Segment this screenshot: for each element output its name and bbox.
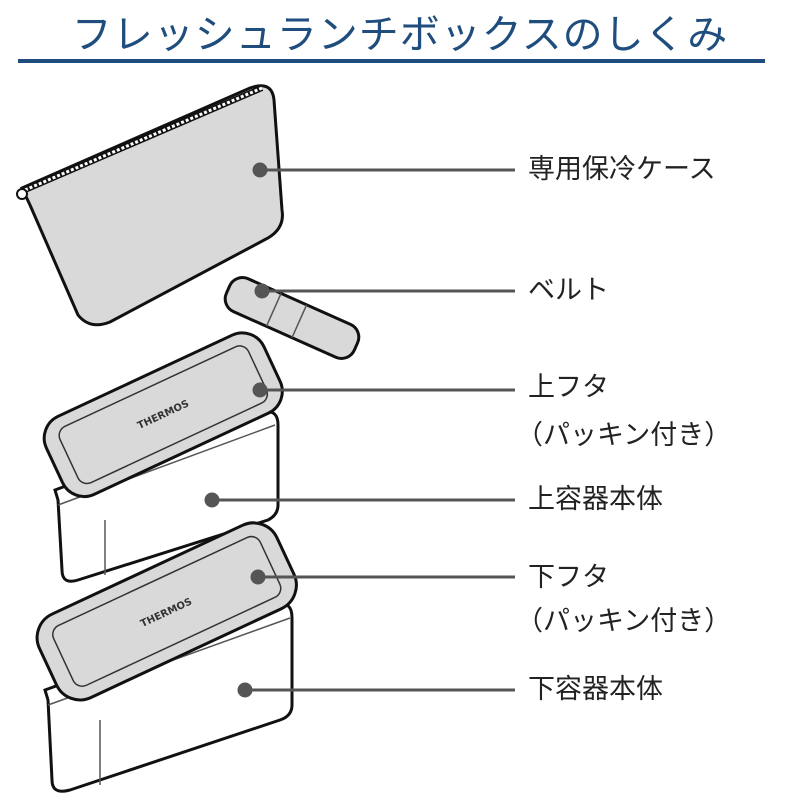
label-upper-lid: 上フタ [528, 372, 609, 403]
leader-lines [204, 162, 515, 698]
upper-lid-illustration: THERMOS [42, 331, 284, 499]
label-belt: ベルト [528, 275, 609, 306]
label-lower-lid-note: （パッキン付き） [516, 606, 732, 637]
label-upper-lid-note: （パッキン付き） [516, 420, 732, 451]
lower-lid-illustration: THERMOS [35, 521, 298, 702]
label-lower-container: 下容器本体 [528, 674, 663, 705]
title-underline [18, 59, 765, 63]
label-upper-container: 上容器本体 [528, 484, 663, 515]
label-case: 専用保冷ケース [528, 154, 716, 185]
page-title: フレッシュランチボックスのしくみ [71, 12, 729, 58]
belt-illustration [223, 276, 361, 360]
label-lower-lid: 下フタ [528, 562, 609, 593]
cooler-case-illustration [16, 84, 284, 327]
